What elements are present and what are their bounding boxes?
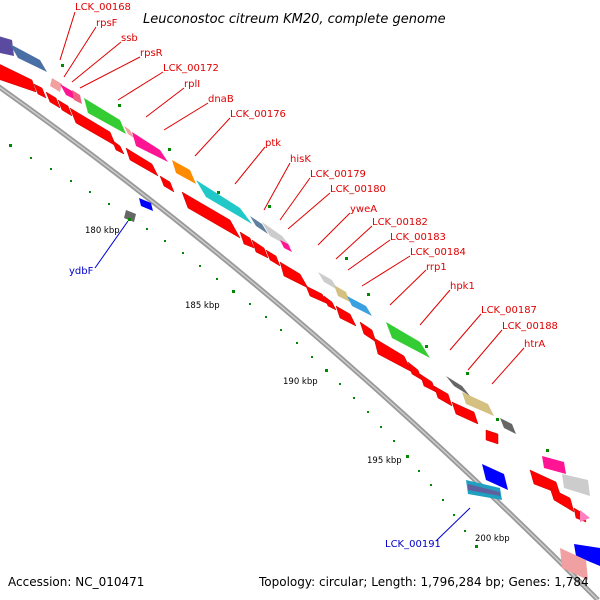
pink-arrow bbox=[580, 510, 590, 522]
tick-label: 190 kbp bbox=[283, 377, 318, 387]
tick-label: 185 kbp bbox=[185, 301, 220, 311]
gene-label: LCK_00168 bbox=[75, 2, 131, 13]
accession-text: Accession: NC_010471 bbox=[8, 575, 144, 589]
gene-label: LCK_00187 bbox=[481, 305, 537, 316]
tick-label: 200 kbp bbox=[475, 534, 510, 544]
map-title: Leuconostoc citreum KM20, complete genom… bbox=[143, 12, 446, 27]
gene-label: hpk1 bbox=[450, 281, 475, 292]
gene-label: LCK_00180 bbox=[330, 184, 386, 195]
gene-label: LCK_00184 bbox=[410, 247, 466, 258]
gene-label: LCK_00188 bbox=[502, 321, 558, 332]
gene-label: rrp1 bbox=[426, 262, 447, 273]
gene-labels-red: LCK_00168 rpsF ssb rpsR LCK_00172 rplI d… bbox=[75, 2, 558, 350]
gene-label: rpsR bbox=[140, 48, 163, 59]
ruler-dots bbox=[9, 144, 478, 548]
gene-label: htrA bbox=[524, 339, 545, 350]
gene-labels-blue: ydbF LCK_00191 bbox=[69, 220, 471, 550]
reverse-features bbox=[124, 198, 508, 500]
leader-lines-red bbox=[59, 11, 525, 385]
gene-label: hisK bbox=[290, 154, 311, 165]
cds-arrows bbox=[0, 64, 587, 523]
gene-label: rplI bbox=[184, 79, 200, 90]
summary-text: Topology: circular; Length: 1,796,284 bp… bbox=[258, 575, 589, 589]
tick-label: 180 kbp bbox=[85, 226, 120, 236]
gene-label: LCK_00176 bbox=[230, 109, 286, 120]
outer-markers bbox=[61, 64, 549, 452]
gene-label: ydbF bbox=[69, 266, 94, 277]
gene-label: ssb bbox=[121, 33, 138, 44]
gene-label: ptk bbox=[265, 138, 281, 149]
tick-label: 195 kbp bbox=[367, 456, 402, 466]
backbone bbox=[0, 84, 600, 600]
gene-label: LCK_00183 bbox=[390, 232, 446, 243]
gene-label: LCK_00182 bbox=[372, 217, 428, 228]
tick-labels: 180 kbp 185 kbp 190 kbp 195 kbp 200 kbp bbox=[85, 226, 510, 544]
gene-label: LCK_00191 bbox=[385, 539, 441, 550]
gene-label: rpsF bbox=[96, 18, 118, 29]
gene-label: LCK_00179 bbox=[310, 169, 366, 180]
gene-label: LCK_00172 bbox=[163, 63, 219, 74]
gene-label: dnaB bbox=[208, 94, 234, 105]
gene-label: yweA bbox=[350, 204, 377, 215]
outer-track-features bbox=[0, 36, 600, 580]
